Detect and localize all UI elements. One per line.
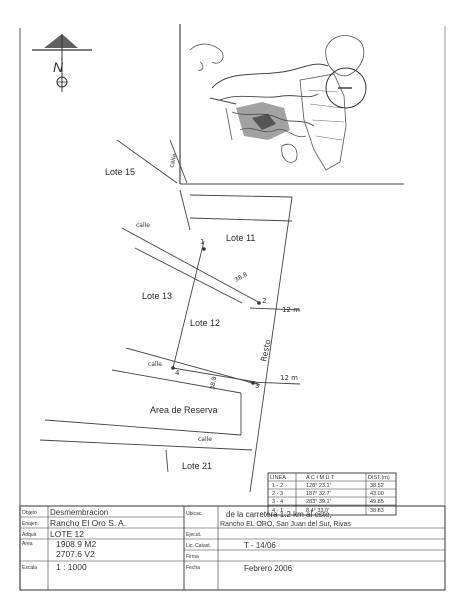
reserve-area-label: Area de Reserva: [150, 405, 218, 415]
objeto-value: Desmembracion: [50, 508, 108, 517]
field-label: Adquir.: [22, 532, 38, 538]
survey-point: [202, 247, 206, 251]
point-label: 1: [200, 238, 204, 246]
fecha-value: Febrero 2006: [244, 564, 293, 573]
catast-value: T - 14/06: [244, 541, 276, 550]
survey-point: [171, 366, 175, 370]
north-label: N: [53, 59, 64, 75]
north-arrow-icon: [32, 34, 92, 92]
field-label: Objeto: [22, 510, 37, 516]
table-cell: 128° 23.1': [306, 483, 331, 489]
table-cell: 1 - 2: [272, 483, 283, 489]
lot-label-12: Lote 12: [190, 318, 220, 328]
adquir-value: LOTE 12: [50, 529, 84, 539]
survey-point: [257, 301, 261, 305]
table-header: A C I M U T: [306, 475, 335, 481]
street-label: calle: [148, 361, 162, 368]
dimension-label: 12 m: [280, 374, 298, 382]
bearing-label: 38.8: [209, 376, 218, 391]
street-label-resto: Resto: [259, 339, 272, 363]
table-cell: 283° 39.1': [306, 499, 331, 505]
street-label: calle: [168, 153, 178, 169]
survey-linework: [39, 139, 301, 493]
table-header: LINEA: [270, 475, 286, 481]
lot-label-13: Lote 13: [142, 291, 172, 301]
table-cell: 2 - 3: [272, 491, 283, 497]
ubicac-value-1: de la carretera 1.2 km al este,: [226, 510, 332, 519]
lot-label-21: Lote 21: [182, 461, 212, 471]
field-label: Enajen.: [22, 521, 39, 527]
field-label: Ubicac.: [186, 511, 203, 517]
bearing-label: 38.8: [234, 271, 249, 284]
street-label: calle: [198, 436, 212, 443]
point-label: 4: [175, 369, 180, 377]
table-cell: 38.52: [370, 483, 384, 489]
survey-points: [171, 247, 261, 385]
table-cell: 38.83: [370, 508, 384, 514]
table-cell: 8.4° 33.0': [306, 508, 329, 514]
point-label: 3: [255, 382, 259, 390]
dimension-label: 12 m: [282, 306, 300, 314]
enajen-value: Rancho El Oro S. A.: [50, 518, 126, 528]
ubicac-value-2: Rancho EL ORO, San Juan del Sur, Rivas: [220, 521, 351, 528]
escala-value: 1 : 1000: [56, 562, 87, 572]
table-cell: 3 - 4: [272, 499, 283, 505]
field-label: Area: [22, 541, 33, 547]
survey-point: [251, 381, 255, 385]
point-label: 2: [262, 297, 266, 305]
field-label: Lic. Catast.: [186, 543, 211, 549]
lot-label-15: Lote 15: [105, 167, 135, 177]
field-label: Firma: [186, 554, 199, 560]
table-header: DIST.(m): [368, 475, 390, 481]
street-label: calle: [136, 222, 150, 229]
area-m2-value: 1908.9 M2: [56, 539, 96, 549]
lot-label-11: Lote 11: [226, 233, 255, 243]
table-cell: 187° 32.7': [306, 491, 331, 497]
table-cell: 4 - 1: [272, 508, 283, 514]
title-block: [19, 505, 446, 591]
area-v2-value: 2707.6 V2: [56, 549, 95, 559]
field-label: Ejecut.: [186, 532, 201, 538]
field-label: Fecha: [186, 565, 200, 571]
field-label: Escala: [22, 565, 37, 571]
table-cell: 43.00: [370, 491, 384, 497]
azimuth-table: [267, 472, 397, 516]
location-inset-map: [179, 24, 404, 185]
table-cell: 49.85: [370, 499, 384, 505]
